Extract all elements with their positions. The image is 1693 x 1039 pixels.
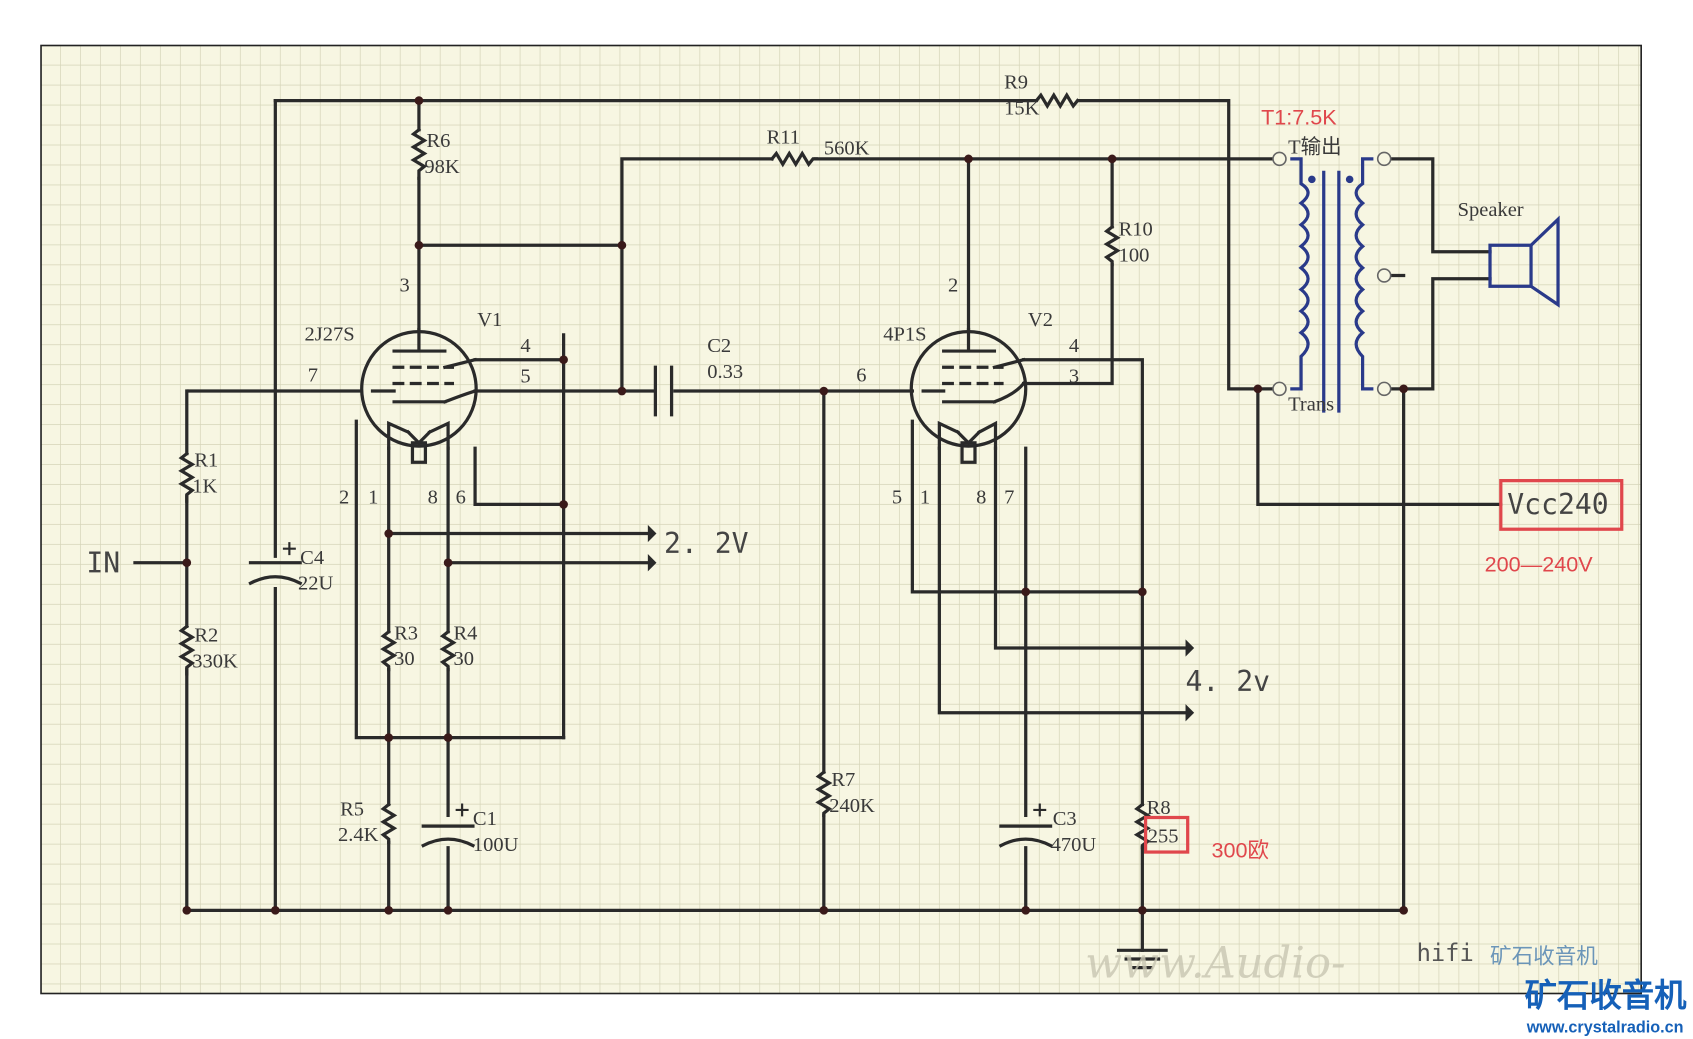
schematic-label: 2 bbox=[948, 275, 958, 297]
schematic-label: V1 bbox=[477, 309, 502, 331]
schematic-label: www.crystalradio.cn bbox=[1526, 1018, 1684, 1036]
schematic-label: 8 bbox=[976, 486, 986, 508]
schematic-label: 15K bbox=[1004, 98, 1040, 120]
schematic-label: 255 bbox=[1148, 825, 1179, 847]
schematic-label: C3 bbox=[1053, 808, 1077, 830]
schematic-label: 30 bbox=[453, 648, 474, 670]
schematic-label: C1 bbox=[473, 808, 497, 830]
schematic-label: 22U bbox=[298, 573, 333, 595]
schematic-label: 3 bbox=[1069, 365, 1079, 387]
capacitors bbox=[248, 365, 1053, 848]
tube-v2 bbox=[909, 327, 1028, 464]
junctions bbox=[182, 96, 1408, 915]
schematic-label: 3 bbox=[399, 275, 409, 297]
resistor-r3 bbox=[380, 629, 398, 672]
schematic-label: C4 bbox=[300, 547, 324, 569]
schematic-label: 5 bbox=[520, 365, 530, 387]
grid-background bbox=[40, 44, 1642, 995]
schematic-label: www.Audio- bbox=[1085, 938, 1345, 988]
schematic-label: 7 bbox=[308, 364, 318, 386]
resistor-r2 bbox=[178, 624, 196, 676]
schematic-label: R11 bbox=[767, 127, 800, 149]
resistor-r10 bbox=[1103, 224, 1121, 267]
output-transformer bbox=[1272, 151, 1392, 413]
schematic-label: 0.33 bbox=[707, 361, 743, 383]
schematic-label: R3 bbox=[394, 622, 418, 644]
schematic-label: Trans bbox=[1288, 393, 1334, 415]
ground-symbol bbox=[1116, 948, 1168, 970]
schematic-label: T1:7.5K bbox=[1261, 104, 1337, 129]
schematic-label: 300欧 bbox=[1211, 837, 1269, 862]
schematic-label: R4 bbox=[453, 622, 477, 644]
schematic-label: 6 bbox=[456, 486, 466, 508]
speaker-icon bbox=[1488, 215, 1560, 308]
schematic-label: 470U bbox=[1051, 834, 1097, 856]
schematic-label: 560K bbox=[824, 138, 870, 160]
schematic-label: 矿石收音机 bbox=[1490, 944, 1598, 969]
schematic-label: T输出 bbox=[1288, 135, 1342, 158]
schematic-label: R1 bbox=[194, 450, 218, 472]
crystalradio-logo: 矿石收音机 bbox=[1525, 976, 1688, 1014]
schematic-label: C2 bbox=[707, 335, 731, 357]
schematic-label: 6 bbox=[856, 364, 866, 386]
vcc-label: Vcc240 bbox=[1507, 488, 1608, 521]
resistor-r6 bbox=[410, 127, 428, 180]
arrows bbox=[647, 524, 1195, 722]
schematic-label: 4P1S bbox=[883, 323, 926, 345]
vcc-box bbox=[1499, 479, 1624, 531]
schematic-label: R9 bbox=[1004, 72, 1028, 94]
terminal bbox=[1272, 381, 1287, 397]
r8-highlight bbox=[1143, 815, 1190, 854]
schematic-label: 330K bbox=[192, 650, 238, 672]
schematic-label: 100U bbox=[473, 834, 519, 856]
schematic-label: 4 bbox=[1069, 335, 1079, 357]
schematic-label: R5 bbox=[340, 798, 364, 820]
resistors bbox=[178, 92, 1151, 850]
capacitor-c3 bbox=[998, 824, 1053, 848]
schematic-label: Speaker bbox=[1458, 199, 1524, 221]
schematic-label: 2.4K bbox=[338, 824, 379, 846]
tube-v1 bbox=[360, 327, 478, 464]
schematic-label: 1 bbox=[920, 486, 930, 508]
schematic-label: 1K bbox=[192, 476, 217, 498]
schematic-label: R8 bbox=[1147, 797, 1171, 819]
label-in: IN bbox=[86, 546, 120, 579]
terminal bbox=[1272, 151, 1287, 167]
watermarks: www.Audio- hifi 矿石收音机 矿石收音机 www.crystalr… bbox=[1085, 938, 1687, 1036]
schematic-label: 5 bbox=[892, 486, 902, 508]
vcc-range: 200—240V bbox=[1485, 551, 1594, 576]
schematic-label: 30 bbox=[394, 648, 415, 670]
schematic-label: R7 bbox=[831, 769, 855, 791]
capacitor-c4 bbox=[248, 561, 303, 586]
schematic-label: R6 bbox=[426, 130, 450, 152]
schematic-label: 2 bbox=[339, 486, 349, 508]
schematic-label: 100 bbox=[1119, 244, 1150, 266]
resistor-r11 bbox=[769, 150, 818, 168]
schematic-label: 98K bbox=[424, 156, 460, 178]
schematic-label: hifi bbox=[1417, 939, 1474, 967]
resistor-r7 bbox=[815, 769, 833, 817]
capacitor-c1 bbox=[421, 824, 476, 848]
heater-voltage-v2: 4. 2v bbox=[1186, 665, 1270, 698]
schematic-label: 8 bbox=[428, 486, 438, 508]
schematic-label: R2 bbox=[194, 625, 218, 647]
terminal bbox=[1376, 381, 1392, 397]
resistor-r1 bbox=[178, 451, 196, 503]
resistor-r4 bbox=[439, 629, 457, 672]
capacitor-c2 bbox=[653, 365, 674, 417]
schematic-label: 7 bbox=[1004, 486, 1014, 508]
schematic-label: 2J27S bbox=[304, 323, 354, 345]
resistor-r5 bbox=[380, 802, 398, 844]
schematic-label: R10 bbox=[1119, 219, 1153, 241]
schematic-label: 4 bbox=[520, 335, 530, 357]
schematic-label: V2 bbox=[1028, 309, 1053, 331]
schematic-label: 240K bbox=[829, 795, 875, 817]
heater-voltage-v1: 2. 2V bbox=[664, 527, 749, 560]
labels: IN R1 1K R2 330K C4 22U R6 98K R3 30 R4 30 R5 2… bbox=[86, 72, 1608, 863]
resistor-r9 bbox=[1013, 92, 1080, 110]
terminal bbox=[1376, 151, 1392, 167]
schematic-label: 1 bbox=[368, 486, 378, 508]
terminal bbox=[1376, 268, 1392, 283]
